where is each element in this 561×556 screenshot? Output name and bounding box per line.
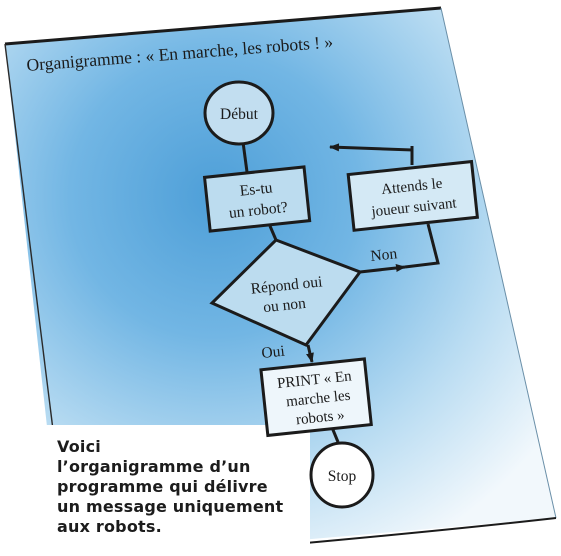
start-label: Début (220, 106, 259, 123)
caption-line: l’organigramme d’un (57, 457, 251, 476)
branch-yes-label: Oui (261, 343, 287, 362)
decision-line-2: ou non (262, 295, 306, 316)
caption-line: Voici (57, 437, 101, 456)
decision-diamond: Répond oui ou non (209, 238, 363, 347)
print-line-3: robots » (295, 407, 345, 428)
caption-line: un message uniquement (57, 497, 284, 516)
start-node: Début (203, 80, 275, 146)
print-box: PRINT « En marche les robots » (259, 357, 373, 438)
branch-no-label: Non (370, 245, 399, 265)
connectors (241, 141, 440, 443)
stop-label: Stop (328, 468, 357, 485)
print-line-2: marche les (285, 388, 351, 411)
caption-line: programme qui délivre (57, 477, 268, 496)
print-line-1: PRINT « En (276, 368, 352, 392)
caption: Voici l’organigramme d’un programme qui … (57, 437, 307, 537)
question-box: Es-tu un robot? (202, 165, 312, 233)
wait-box: Attends le joueur suivant (346, 159, 480, 232)
caption-line: aux robots. (57, 517, 162, 536)
wait-line-1: Attends le (381, 176, 444, 198)
question-line-1: Es-tu (239, 179, 274, 199)
stop-node: Stop (309, 441, 375, 509)
question-line-2: un robot? (228, 199, 289, 222)
